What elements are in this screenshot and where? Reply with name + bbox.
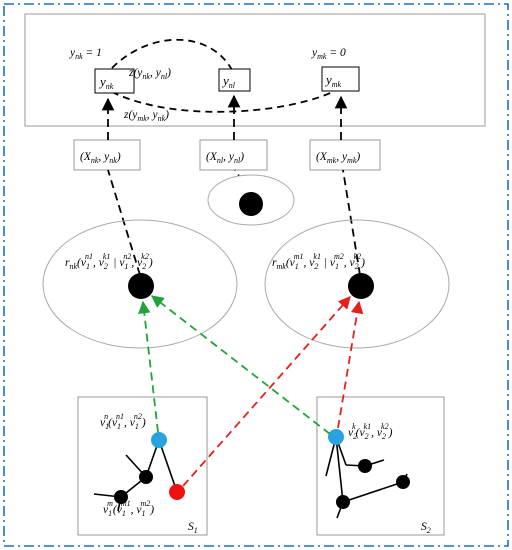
node-s2-b — [396, 475, 410, 489]
link-node-nk-to-input — [107, 169, 141, 276]
link-nk-mk-curve — [111, 87, 341, 113]
r-mk-label: rmk(v1m1, v2k1 | v1m2, v2k2) — [272, 252, 365, 271]
link-node-mk-to-input — [342, 169, 361, 276]
z-nk-nl-label: z(ynk, ynl) — [128, 67, 171, 81]
input-box-mk — [309, 139, 381, 171]
node-s1-b — [114, 490, 128, 504]
s1-label: S1 — [188, 521, 198, 535]
link-nk-nl-curve — [111, 38, 233, 71]
node-s1-a — [139, 470, 153, 484]
green-arrow-v1n-to-nk — [138, 300, 159, 433]
node-v2-k — [328, 429, 344, 445]
node-mk-ellipse — [264, 219, 450, 349]
input-box-nk — [73, 139, 141, 171]
node-mk — [348, 273, 374, 299]
node-s2-a — [358, 459, 372, 473]
input-box-nl — [199, 139, 268, 171]
graph-s2-box — [316, 396, 445, 536]
outer-frame — [3, 3, 509, 547]
red-arrow-v2k-to-mk — [337, 300, 364, 429]
node-nl — [239, 192, 263, 216]
y-nl-box — [218, 68, 251, 92]
y-mk-equation: ymk = 0 — [311, 47, 346, 61]
red-arrow-v1m-to-mk — [182, 296, 351, 487]
green-arrow-v2k-to-nk — [151, 295, 331, 435]
r-nk-label: rnk(v1n1, v2k1 | v1n2, v2k2) — [65, 252, 153, 271]
graph-s1-box — [77, 396, 208, 536]
node-v1-n — [151, 432, 167, 448]
s2-label: S2 — [421, 521, 431, 535]
y-mk-box — [321, 66, 360, 92]
node-nk-ellipse — [42, 219, 238, 349]
v2k-label: v2k(v2k1, v2k2) — [348, 422, 393, 441]
node-nk — [128, 273, 154, 299]
node-v1-m — [169, 484, 185, 500]
y-nk-equation: ynk = 1 — [69, 47, 102, 61]
y-nk-box — [94, 68, 135, 94]
node-s2-c — [336, 495, 350, 509]
